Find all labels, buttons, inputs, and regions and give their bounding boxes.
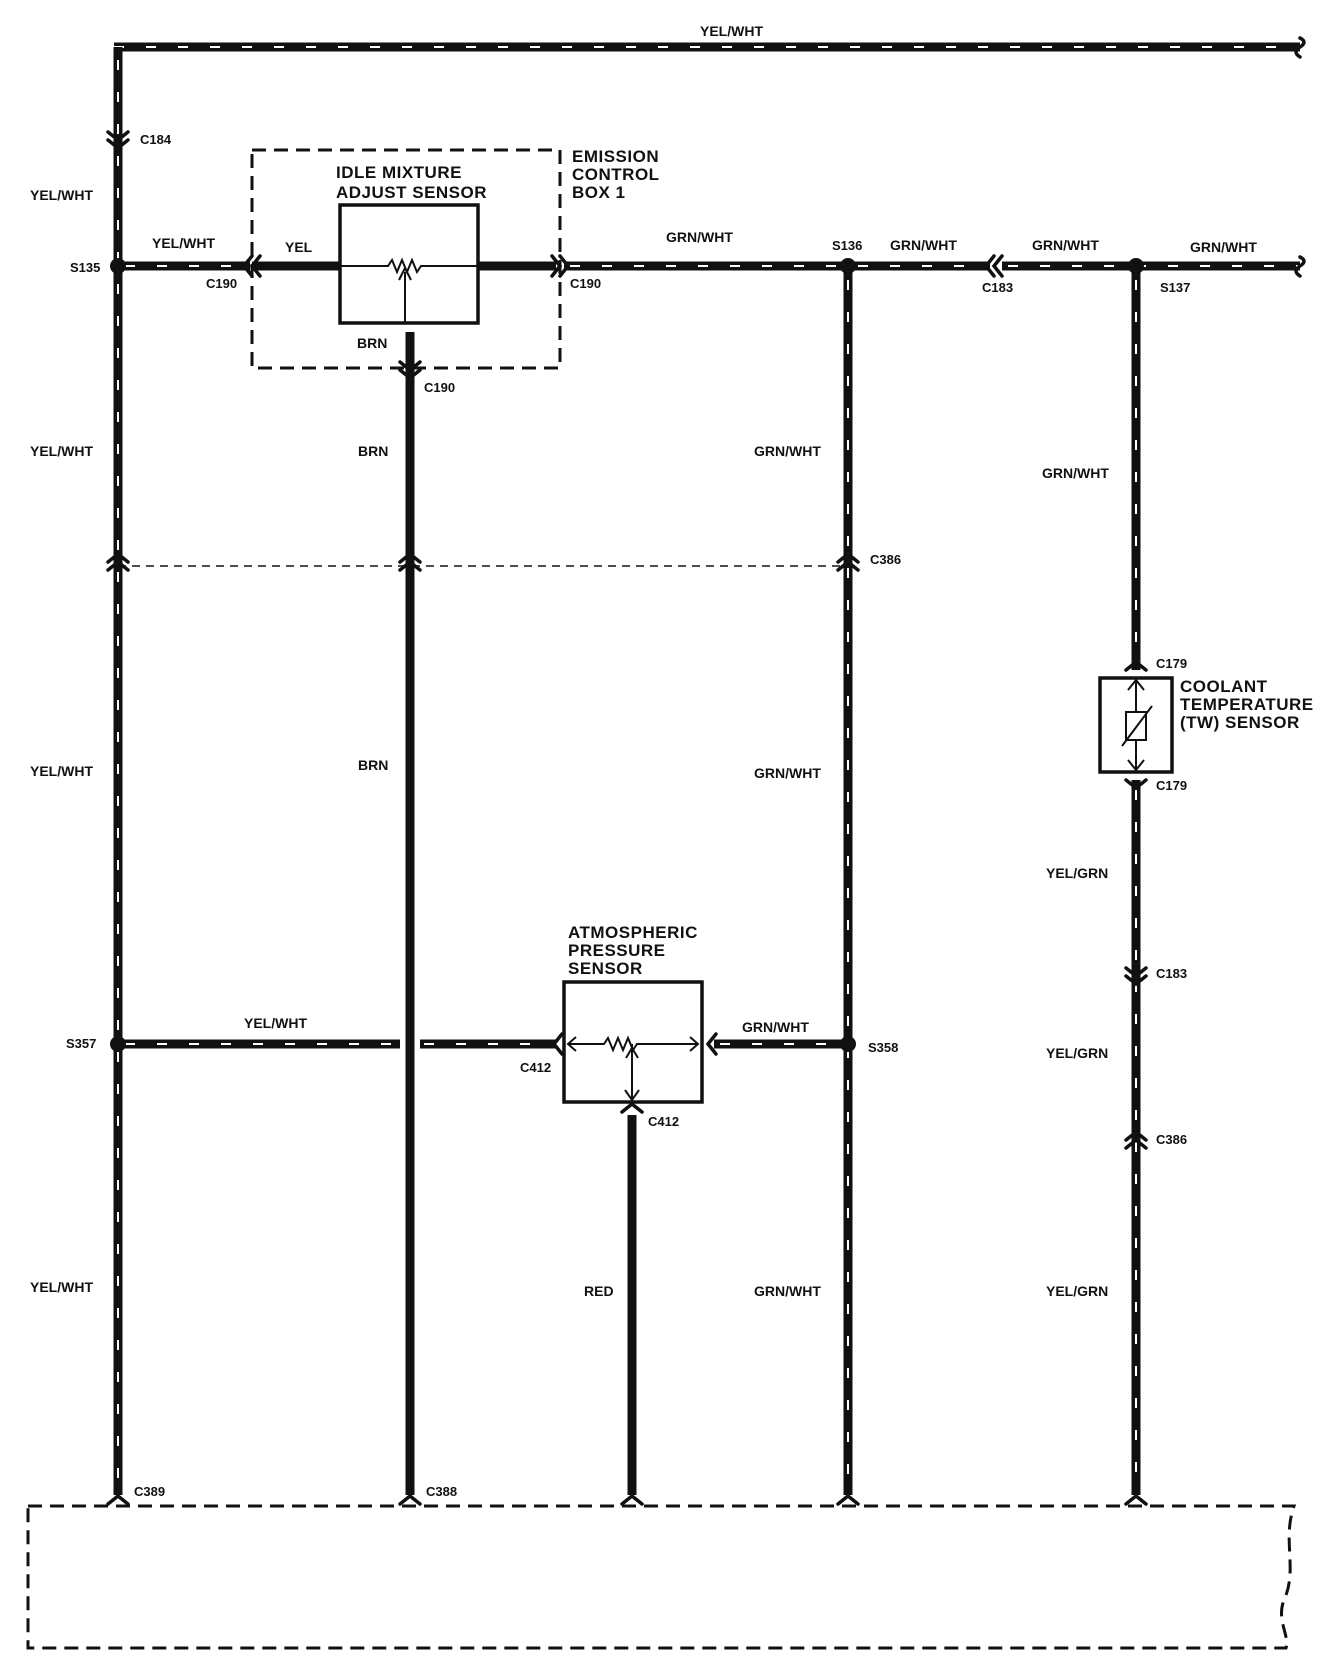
label-wire-yelgrn-3: YEL/GRN [1046, 1283, 1108, 1299]
emission-control-box [250, 148, 562, 370]
splice-s137 [1128, 258, 1144, 274]
label-wire-grn-col-upper: GRN/WHT [754, 443, 821, 459]
label-wire-s358-branch: GRN/WHT [742, 1019, 809, 1035]
label-aps-line1: ATMOSPHERIC [568, 923, 698, 942]
label-wire-brn-lower: BRN [358, 757, 388, 773]
label-s357: S357 [66, 1036, 96, 1051]
label-c179-top: C179 [1156, 656, 1187, 671]
label-s358: S358 [868, 1040, 898, 1055]
label-c179-bottom: C179 [1156, 778, 1187, 793]
label-aps-line3: SENSOR [568, 959, 643, 978]
label-wire-left-mid1: YEL/WHT [30, 443, 93, 459]
label-c190-bottom: C190 [424, 380, 455, 395]
wire-grn-wht-main [564, 255, 1306, 278]
label-c183-vert: C183 [1156, 966, 1187, 981]
label-wire-idle-brn: BRN [357, 335, 387, 351]
label-c389: C389 [134, 1484, 165, 1499]
label-cts-line1: COOLANT [1180, 677, 1268, 696]
label-wire-s135-branch: YEL/WHT [152, 235, 215, 251]
label-idle-line2: ADJUST SENSOR [336, 183, 487, 202]
atmospheric-pressure-sensor-symbol [562, 980, 704, 1104]
label-c184: C184 [140, 132, 172, 147]
label-wire-grn-col-lower: GRN/WHT [754, 1283, 821, 1299]
label-c386-mid: C386 [870, 552, 901, 567]
label-ecb-line1: EMISSION [572, 147, 659, 166]
label-wire-left-lower: YEL/WHT [30, 1279, 93, 1295]
connector-symbols [106, 130, 1148, 1506]
label-wire-grn-col-mid: GRN/WHT [754, 765, 821, 781]
splice-s135 [110, 258, 126, 274]
label-idle-line1: IDLE MIXTURE [336, 163, 462, 182]
label-c190-left: C190 [206, 276, 237, 291]
splice-s357 [110, 1036, 126, 1052]
label-wire-yelgrn-1: YEL/GRN [1046, 865, 1108, 881]
label-c388: C388 [426, 1484, 457, 1499]
label-c386-right: C386 [1156, 1132, 1187, 1147]
label-ecb-line2: CONTROL [572, 165, 660, 184]
label-ecb-line3: BOX 1 [572, 183, 626, 202]
label-wire-yelgrn-2: YEL/GRN [1046, 1045, 1108, 1061]
label-c412-bottom: C412 [648, 1114, 679, 1129]
splice-s358 [840, 1036, 856, 1052]
coolant-temperature-sensor-symbol [1098, 676, 1174, 774]
label-wire-grn-s136: GRN/WHT [890, 237, 957, 253]
splice-s136 [840, 258, 856, 274]
label-wire-s137-down: GRN/WHT [1042, 465, 1109, 481]
label-wire-brn-mid: BRN [358, 443, 388, 459]
label-wire-s357-branch: YEL/WHT [244, 1015, 307, 1031]
label-wire-grn-c190: GRN/WHT [666, 229, 733, 245]
label-wire-grn-s137-right: GRN/WHT [1190, 239, 1257, 255]
label-c183-horiz: C183 [982, 280, 1013, 295]
label-wire-left-mid2: YEL/WHT [30, 763, 93, 779]
label-wire-top: YEL/WHT [700, 23, 763, 39]
label-wire-left-upper: YEL/WHT [30, 187, 93, 203]
label-wire-idle-yel: YEL [285, 239, 313, 255]
idle-mixture-sensor-symbol [338, 203, 480, 325]
bottom-dashed-box [26, 1504, 1297, 1650]
label-s135: S135 [70, 260, 100, 275]
label-c412-left: C412 [520, 1060, 551, 1075]
label-s137: S137 [1160, 280, 1190, 295]
label-c190-right: C190 [570, 276, 601, 291]
label-cts-line2: TEMPERATURE [1180, 695, 1314, 714]
label-aps-line2: PRESSURE [568, 941, 666, 960]
label-s136: S136 [832, 238, 862, 253]
label-cts-line3: (TW) SENSOR [1180, 713, 1300, 732]
wire-top-yel-wht [114, 36, 1306, 59]
label-wire-grn-c183: GRN/WHT [1032, 237, 1099, 253]
label-wire-red: RED [584, 1283, 614, 1299]
